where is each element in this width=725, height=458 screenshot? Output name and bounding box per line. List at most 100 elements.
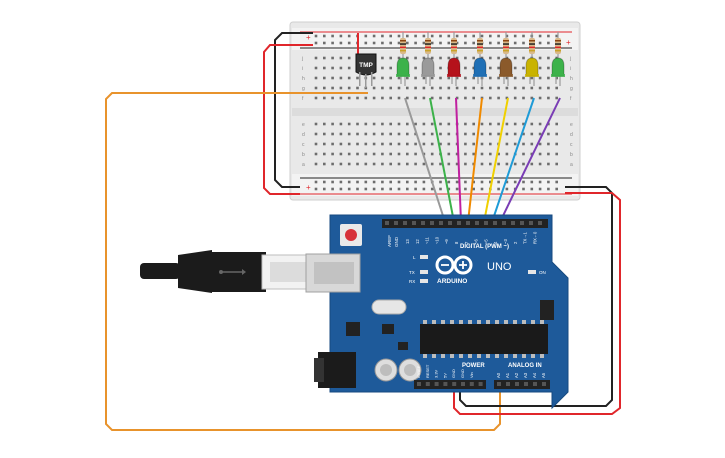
row-letter: j xyxy=(301,56,303,62)
analog-pin-label: A2 xyxy=(514,372,519,378)
digital-header-label: DIGITAL (PWM ~) xyxy=(460,244,509,250)
usb-icon xyxy=(219,269,246,275)
ground-wire-right[interactable] xyxy=(459,186,613,407)
row-letter: h xyxy=(570,76,573,82)
rail-plus-label: + xyxy=(306,33,311,42)
arduino-logo xyxy=(435,255,473,275)
analog-pin-label: A4 xyxy=(532,372,537,378)
digital-pin-label: 12 xyxy=(415,239,420,244)
digital-pin-label: ~6 xyxy=(474,239,479,244)
led[interactable] xyxy=(447,57,461,86)
led-tx-label: TX xyxy=(409,270,415,275)
led[interactable] xyxy=(525,57,539,86)
digital-pin-label: ~10 xyxy=(434,236,439,244)
usb-cable[interactable] xyxy=(140,250,313,293)
rail-plus-label-bottom: + xyxy=(306,183,311,192)
ground-wire-left[interactable] xyxy=(274,32,313,188)
row-letter: a xyxy=(570,162,573,168)
tmp-label: TMP xyxy=(359,62,373,69)
row-letter: i xyxy=(570,66,571,72)
power-pin-label: IOREF xyxy=(416,365,421,378)
resistor[interactable] xyxy=(555,32,561,58)
row-letter: c xyxy=(302,142,305,148)
led-wire[interactable] xyxy=(467,97,483,223)
leds xyxy=(396,57,565,86)
led-l-label: L xyxy=(413,255,416,260)
tmp-signal-wire[interactable] xyxy=(105,92,501,431)
led[interactable] xyxy=(396,57,410,86)
row-letter: j xyxy=(569,56,571,62)
row-letter: e xyxy=(302,122,305,128)
row-letter: i xyxy=(302,66,303,72)
resistor[interactable] xyxy=(451,32,457,58)
power-pin-label: RESET xyxy=(425,364,430,378)
power-header-label: POWER xyxy=(462,363,485,369)
breadboard-holes xyxy=(314,34,558,191)
row-letter: d xyxy=(570,132,573,138)
temperature-sensor[interactable]: TMP xyxy=(355,53,377,88)
power-pin-label: Vin xyxy=(469,372,474,378)
resistor[interactable] xyxy=(503,32,509,58)
analog-pin-label: A3 xyxy=(523,372,528,378)
brand-label: ARDUINO xyxy=(437,278,467,285)
digital-pin-label: ~5 xyxy=(483,239,488,244)
rail-plus-label-right: + xyxy=(566,38,571,47)
digital-pin-label: ~11 xyxy=(425,237,430,244)
model-label: UNO xyxy=(487,261,512,273)
reset-button[interactable] xyxy=(340,224,362,246)
row-letter: f xyxy=(570,96,572,102)
aref-label: AREF xyxy=(387,235,392,247)
arduino-uno-board[interactable]: DIGITAL (PWM ~) AREF GND 13 12 ~11 ~10 ~9 8 7 ~… xyxy=(305,214,569,410)
led[interactable] xyxy=(421,57,435,86)
power-pin-label: GND xyxy=(460,369,465,378)
led-wire[interactable] xyxy=(483,97,509,223)
resistors xyxy=(400,32,561,58)
power-wire-left[interactable] xyxy=(263,44,313,195)
resistor[interactable] xyxy=(400,32,406,58)
power-pin-label: GND xyxy=(451,369,456,378)
row-letter: h xyxy=(302,76,305,82)
led-signal-wires xyxy=(404,97,561,223)
led-wire[interactable] xyxy=(455,97,462,223)
row-letter: b xyxy=(302,152,305,158)
led-wire[interactable] xyxy=(499,97,561,223)
led-wire[interactable] xyxy=(491,97,535,223)
row-letter: g xyxy=(570,86,573,92)
wires xyxy=(105,32,621,431)
row-letter: g xyxy=(302,86,305,92)
led[interactable] xyxy=(551,57,565,86)
led-rx-label: RX xyxy=(409,279,415,284)
row-letter: f xyxy=(302,96,304,102)
digital-pin-label: 8 xyxy=(454,241,459,244)
resistor[interactable] xyxy=(529,32,535,58)
resistor[interactable] xyxy=(425,32,431,58)
power-wire-right[interactable] xyxy=(453,192,621,415)
led[interactable] xyxy=(473,57,487,86)
analog-header-label: ANALOG IN xyxy=(508,363,542,369)
power-pin-label: 5V xyxy=(442,373,447,378)
digital-pin-label: RX←0 xyxy=(532,231,537,244)
atmega-chip xyxy=(420,320,548,358)
row-letter: d xyxy=(302,132,305,138)
digital-pin-label: ~9 xyxy=(444,239,449,244)
digital-pin-label: TX→1 xyxy=(523,231,528,244)
led-wire[interactable] xyxy=(404,97,446,223)
digital-pin-label: ~3 xyxy=(503,239,508,244)
row-letter: c xyxy=(570,142,573,148)
power-pin-label: 3.3V xyxy=(434,369,439,378)
led-on-label: ON xyxy=(539,270,546,275)
digital-pin-label: 7 xyxy=(464,241,469,244)
digital-pin-label: 13 xyxy=(405,239,410,244)
row-letter: e xyxy=(570,122,573,128)
led-wire[interactable] xyxy=(429,97,455,223)
row-letter: a xyxy=(302,162,305,168)
led[interactable] xyxy=(499,57,513,86)
resistor[interactable] xyxy=(477,32,483,58)
gnd-label: GND xyxy=(394,236,399,247)
analog-pin-label: A1 xyxy=(505,372,510,378)
digital-pin-label: 4 xyxy=(493,241,498,244)
row-letter: b xyxy=(570,152,573,158)
